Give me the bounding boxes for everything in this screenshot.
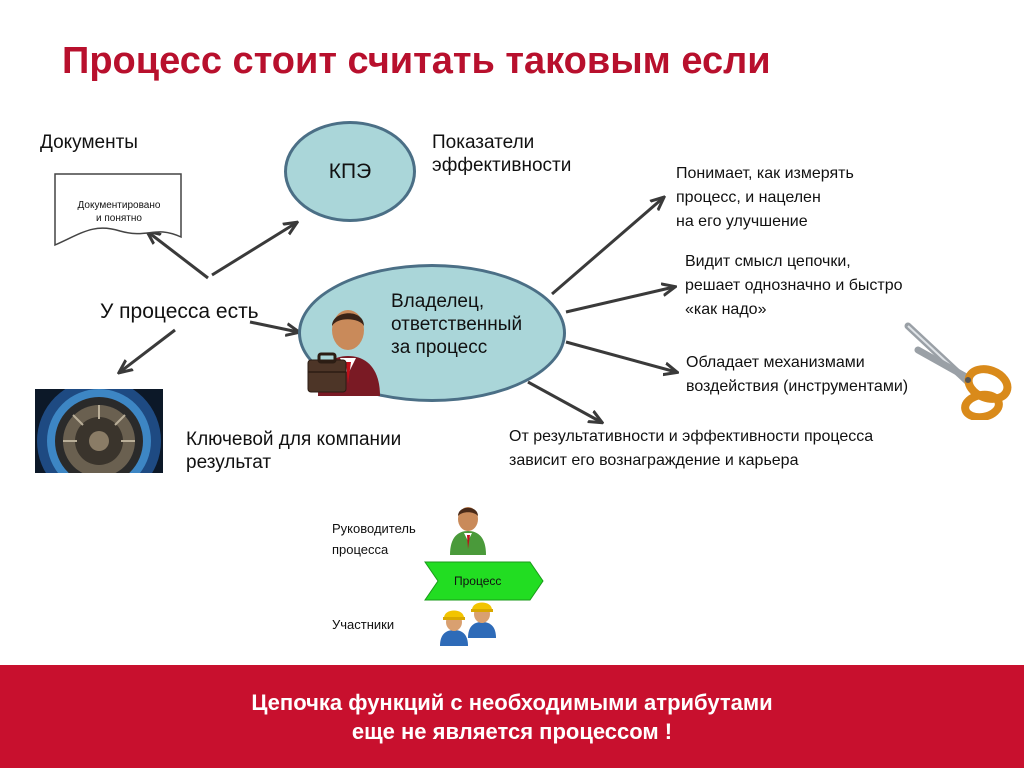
process-chevron-label: Процесс [454,574,502,588]
machine-photo [35,389,163,473]
leader-person-icon [450,507,486,555]
participants-workers-icon [440,602,496,646]
kpe-label: КПЭ [328,159,372,183]
right-point-tools: Обладает механизмами воздействия (инстру… [686,354,909,395]
arrow-to-point-2 [565,287,674,314]
indicators-label: Показатели эффективности [432,132,572,176]
document-shape-text: Документировано и понятно [77,200,161,224]
document-shape [54,173,182,247]
bottom-banner-line-1: Цепочка функций с необходимыми атрибутам… [251,689,773,715]
process-chevron [424,561,544,601]
documents-label: Документы [40,132,138,153]
arrow-to-key-result [120,328,176,372]
legend-participants-label: Участники [332,617,395,632]
bottom-banner-line-2: еще не является процессом ! [351,718,673,744]
arrow-to-owner [249,320,298,332]
owner-label: Владелец, ответственный за процесс [391,291,523,358]
kpe-ellipse: КПЭ [284,121,416,222]
process-has-label: У процесса есть [100,300,259,323]
scissors-icon [904,322,1012,420]
businessman-icon [307,310,380,396]
arrow-to-point-3 [565,340,676,372]
arrow-to-point-1 [551,198,663,296]
arrow-to-reward [527,380,601,422]
right-point-measure: Понимает, как измерять процесс, и нацеле… [676,165,854,230]
arrow-to-kpe [211,223,296,277]
right-point-chain: Видит смысл цепочки, решает однозначно и… [685,253,903,318]
bottom-banner: Цепочка функций с необходимыми атрибутам… [0,665,1024,768]
briefcase-icon [307,352,347,393]
arrow-to-documents [148,232,209,280]
reward-label: От результативности и эффективности проц… [509,428,874,469]
slide-title: Процесс стоит считать таковым если [62,40,771,82]
key-result-label: Ключевой для компании результат [186,429,402,473]
legend-leader-label: Руководитель процесса [332,521,416,557]
